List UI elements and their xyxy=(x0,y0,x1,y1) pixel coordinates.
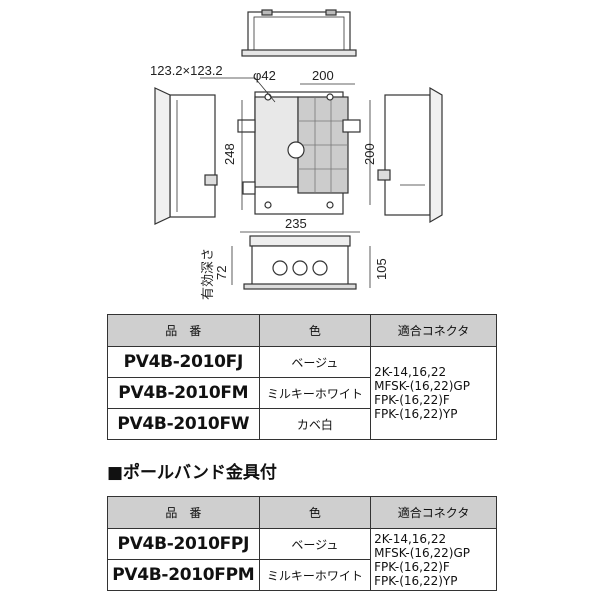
connector-item: FPK-(16,22)F xyxy=(374,393,450,407)
connector-item: MFSK-(16,22)GP xyxy=(374,545,470,560)
connector-item: 2K-14,16,22 xyxy=(374,531,447,546)
header-color: 色 xyxy=(258,314,372,347)
spec-table-1: 品 番 色 適合コネクタ PV4B-2010FJ ベージュ 2K-14,16,2… xyxy=(107,314,497,440)
model-cell: PV4B-2010FW xyxy=(107,408,260,440)
dim-depth-label: 有効深さ xyxy=(200,248,215,300)
connector-item: FPK-(16,22)F xyxy=(374,559,450,574)
dim-width-top: 200 xyxy=(312,68,334,83)
model-cell: PV4B-2010FPM xyxy=(107,559,260,591)
color-cell: ベージュ xyxy=(258,346,372,378)
table-row: PV4B-2010FW カベ白 xyxy=(107,408,497,440)
dim-square: 123.2×123.2 xyxy=(150,63,223,78)
section-heading: ■ポールバンド金具付 xyxy=(107,463,277,483)
header-model: 品 番 xyxy=(107,496,260,529)
connector-cell: 2K-14,16,22 MFSK-(16,22)GP FPK-(16,22)F … xyxy=(370,528,497,591)
model-cell: PV4B-2010FM xyxy=(107,377,260,409)
color-cell: カベ白 xyxy=(258,408,372,440)
table-header-row: 品 番 色 適合コネクタ xyxy=(107,496,497,529)
dim-height-right: 200 xyxy=(362,143,377,165)
header-color: 色 xyxy=(258,496,372,529)
connector-item: 2K-14,16,22 xyxy=(374,365,447,379)
front-view xyxy=(237,91,361,215)
connector-item: FPK-(16,22)YP xyxy=(374,573,458,588)
dim-depth-total: 105 xyxy=(374,258,389,280)
color-cell: ベージュ xyxy=(258,528,372,560)
header-connector: 適合コネクタ xyxy=(370,496,497,529)
color-cell: ミルキーホワイト xyxy=(258,377,372,409)
dim-width-bottom: 235 xyxy=(285,216,307,231)
left-side-view xyxy=(154,87,218,225)
connector-item: MFSK-(16,22)GP xyxy=(374,379,470,393)
top-view xyxy=(241,9,357,57)
dim-hole: φ42 xyxy=(253,68,276,83)
table-row: PV4B-2010FJ ベージュ 2K-14,16,22 MFSK-(16,22… xyxy=(107,346,497,440)
technical-drawing: 123.2×123.2 φ42 200 248 200 235 有効深さ 72 … xyxy=(150,9,443,300)
table-header-row: 品 番 色 適合コネクタ xyxy=(107,314,497,347)
header-model: 品 番 xyxy=(107,314,260,347)
bottom-view xyxy=(243,235,357,290)
dim-depth: 72 xyxy=(214,266,229,280)
right-side-view xyxy=(377,86,443,224)
model-cell: PV4B-2010FJ xyxy=(107,346,260,378)
table-row: PV4B-2010FPM ミルキーホワイト xyxy=(107,559,497,591)
color-cell: ミルキーホワイト xyxy=(258,559,372,591)
spec-table-2: 品 番 色 適合コネクタ PV4B-2010FPJ ベージュ 2K-14,16,… xyxy=(107,496,497,591)
model-cell: PV4B-2010FPJ xyxy=(107,528,260,560)
table-row: PV4B-2010FPJ ベージュ 2K-14,16,22 MFSK-(16,2… xyxy=(107,528,497,591)
dimension-lines xyxy=(200,77,371,288)
dim-height-left: 248 xyxy=(222,143,237,165)
connector-cell: 2K-14,16,22 MFSK-(16,22)GP FPK-(16,22)F … xyxy=(370,346,497,440)
header-connector: 適合コネクタ xyxy=(370,314,497,347)
connector-item: FPK-(16,22)YP xyxy=(374,407,458,421)
